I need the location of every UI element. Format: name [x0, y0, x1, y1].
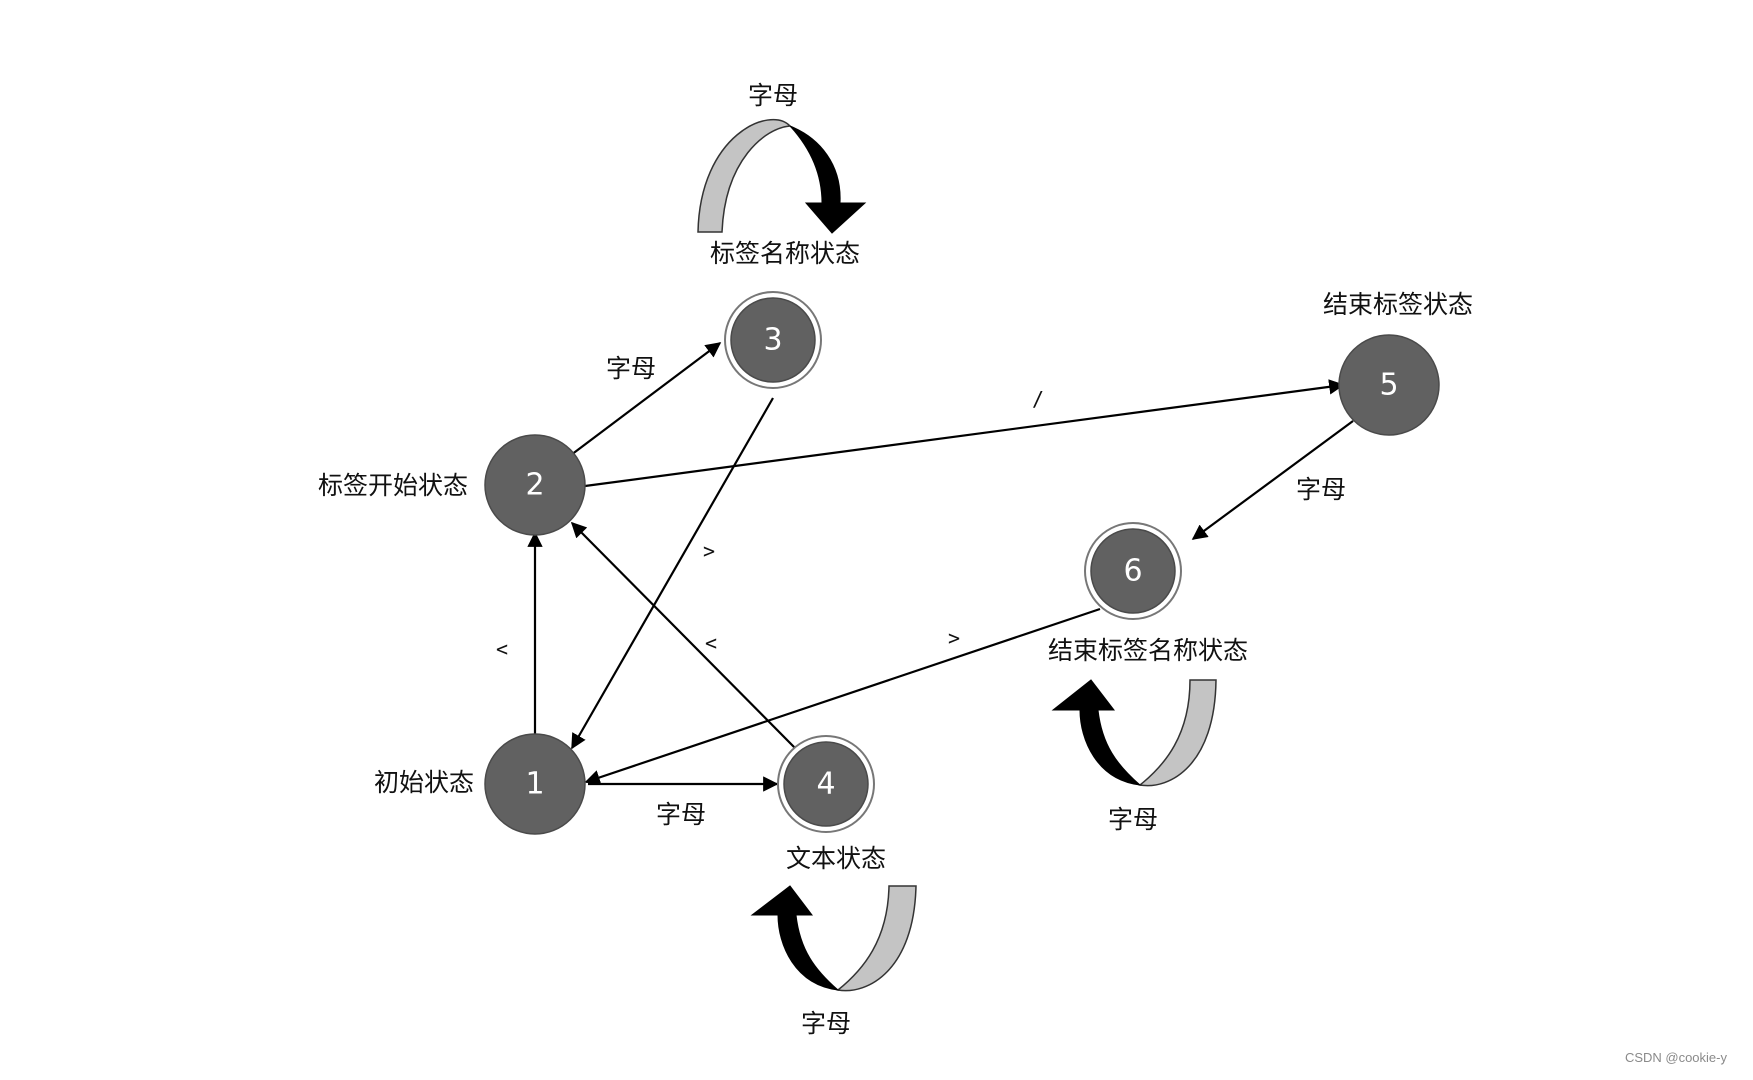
state-node-1: 1	[484, 733, 586, 835]
state-number-5: 5	[1379, 368, 1398, 403]
state-label-1: 初始状态	[374, 768, 474, 797]
edge-4-to-2	[570, 521, 796, 749]
state-number-2: 2	[525, 468, 544, 503]
edge-3-to-1	[571, 397, 774, 750]
state-number-6: 6	[1123, 554, 1142, 589]
edge-label-2-to-3: 字母	[606, 354, 656, 383]
state-number-4: 4	[816, 767, 835, 802]
state-label-2: 标签开始状态	[318, 471, 468, 500]
state-node-6: 6	[1084, 522, 1182, 620]
state-label-5: 结束标签状态	[1323, 290, 1473, 319]
edge-label-4-to-2: <	[705, 631, 717, 655]
self-loop-6	[1051, 679, 1217, 787]
self-loop-3	[697, 118, 867, 234]
edge-label-2-to-5: /	[1032, 387, 1044, 411]
state-node-5: 5	[1338, 334, 1440, 436]
edge-5-to-6	[1191, 420, 1354, 540]
self-loop-label-6: 字母	[1108, 805, 1158, 834]
edge-label-3-to-1: >	[703, 539, 715, 563]
state-label-3: 标签名称状态	[710, 239, 860, 268]
edge-label-1-to-4: 字母	[656, 800, 706, 829]
self-loop-label-3: 字母	[748, 81, 798, 110]
state-node-4: 4	[777, 735, 875, 833]
edge-label-5-to-6: 字母	[1296, 475, 1346, 504]
state-number-3: 3	[763, 323, 782, 358]
state-node-3: 3	[724, 291, 822, 389]
edge-2-to-5	[584, 379, 1345, 488]
edge-2-to-3	[570, 342, 722, 456]
state-number-1: 1	[525, 767, 544, 802]
self-loop-label-4: 字母	[801, 1009, 851, 1038]
watermark: CSDN @cookie-y	[1625, 1050, 1728, 1065]
state-node-2: 2	[484, 434, 586, 536]
edge-6-to-1	[584, 607, 1101, 785]
self-loop-4	[750, 885, 917, 992]
edge-label-6-to-1: >	[948, 626, 960, 650]
state-label-4: 文本状态	[786, 844, 886, 873]
state-label-6: 结束标签名称状态	[1048, 636, 1248, 665]
edge-label-1-to-2: <	[496, 637, 508, 661]
